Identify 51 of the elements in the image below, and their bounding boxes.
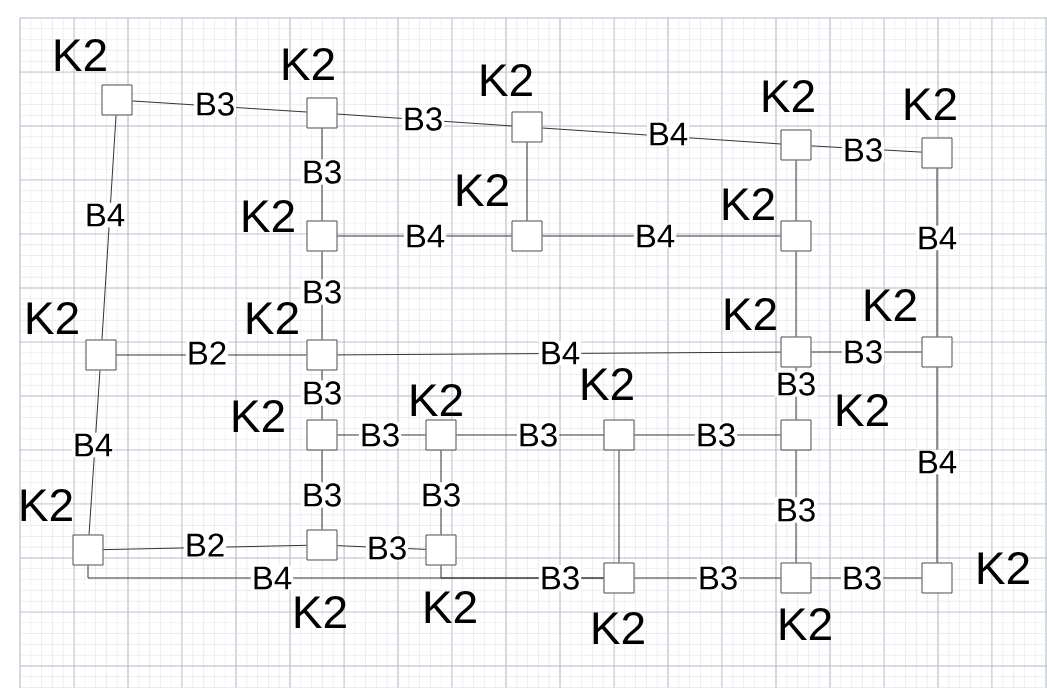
edge-label: B3 [694, 422, 738, 448]
node-label: K2 [247, 301, 298, 335]
edge-label: B3 [300, 380, 344, 406]
node-label: K2 [457, 173, 508, 207]
node-label: K2 [725, 297, 776, 331]
connector-line [795, 160, 797, 221]
node-label: K2 [780, 607, 831, 641]
edge-label: B3 [696, 565, 740, 591]
node-label: K2 [865, 288, 916, 322]
edge-label: B3 [401, 106, 445, 132]
edge-label: B2 [183, 532, 227, 558]
node-label: K2 [295, 595, 346, 629]
edge-label: B2 [185, 340, 229, 366]
edge-label: B3 [841, 137, 885, 163]
edge-label: B3 [193, 91, 237, 117]
connector-line [526, 142, 528, 221]
node-label: K2 [481, 63, 532, 97]
edge-label: B4 [633, 223, 677, 249]
connector-line [795, 251, 797, 337]
node-label: K2 [243, 199, 294, 233]
connector-line [337, 351, 781, 356]
node-label: K2 [21, 488, 72, 522]
connector-line [618, 450, 620, 563]
edge-label: B3 [774, 497, 818, 523]
edge-label: B3 [365, 535, 409, 561]
edge-label: B3 [300, 279, 344, 305]
node-label: K2 [233, 399, 284, 433]
connector-line [101, 115, 117, 340]
edge-label: B3 [538, 565, 582, 591]
edge-label: B3 [300, 482, 344, 508]
node-label: K2 [27, 301, 78, 335]
edge-label: B3 [358, 422, 402, 448]
edge-label: B3 [774, 371, 818, 397]
node-label: K2 [425, 590, 476, 624]
node-label: K2 [723, 187, 774, 221]
edge-label: B3 [300, 159, 344, 185]
node-label: K2 [55, 38, 106, 72]
node-label: K2 [411, 383, 462, 417]
edge-label: B4 [403, 223, 447, 249]
edge-label: B3 [419, 482, 463, 508]
connector-line [936, 367, 938, 563]
edge-label: B3 [841, 339, 885, 365]
edge-label: B3 [840, 565, 884, 591]
node-label: K2 [763, 79, 814, 113]
node-label: K2 [905, 87, 956, 121]
node-label: K2 [593, 611, 644, 645]
edge-label: B3 [516, 422, 560, 448]
node-label: K2 [978, 551, 1029, 585]
node-label: K2 [837, 393, 888, 427]
node-label: K2 [283, 47, 334, 81]
node-label: K2 [582, 367, 633, 401]
